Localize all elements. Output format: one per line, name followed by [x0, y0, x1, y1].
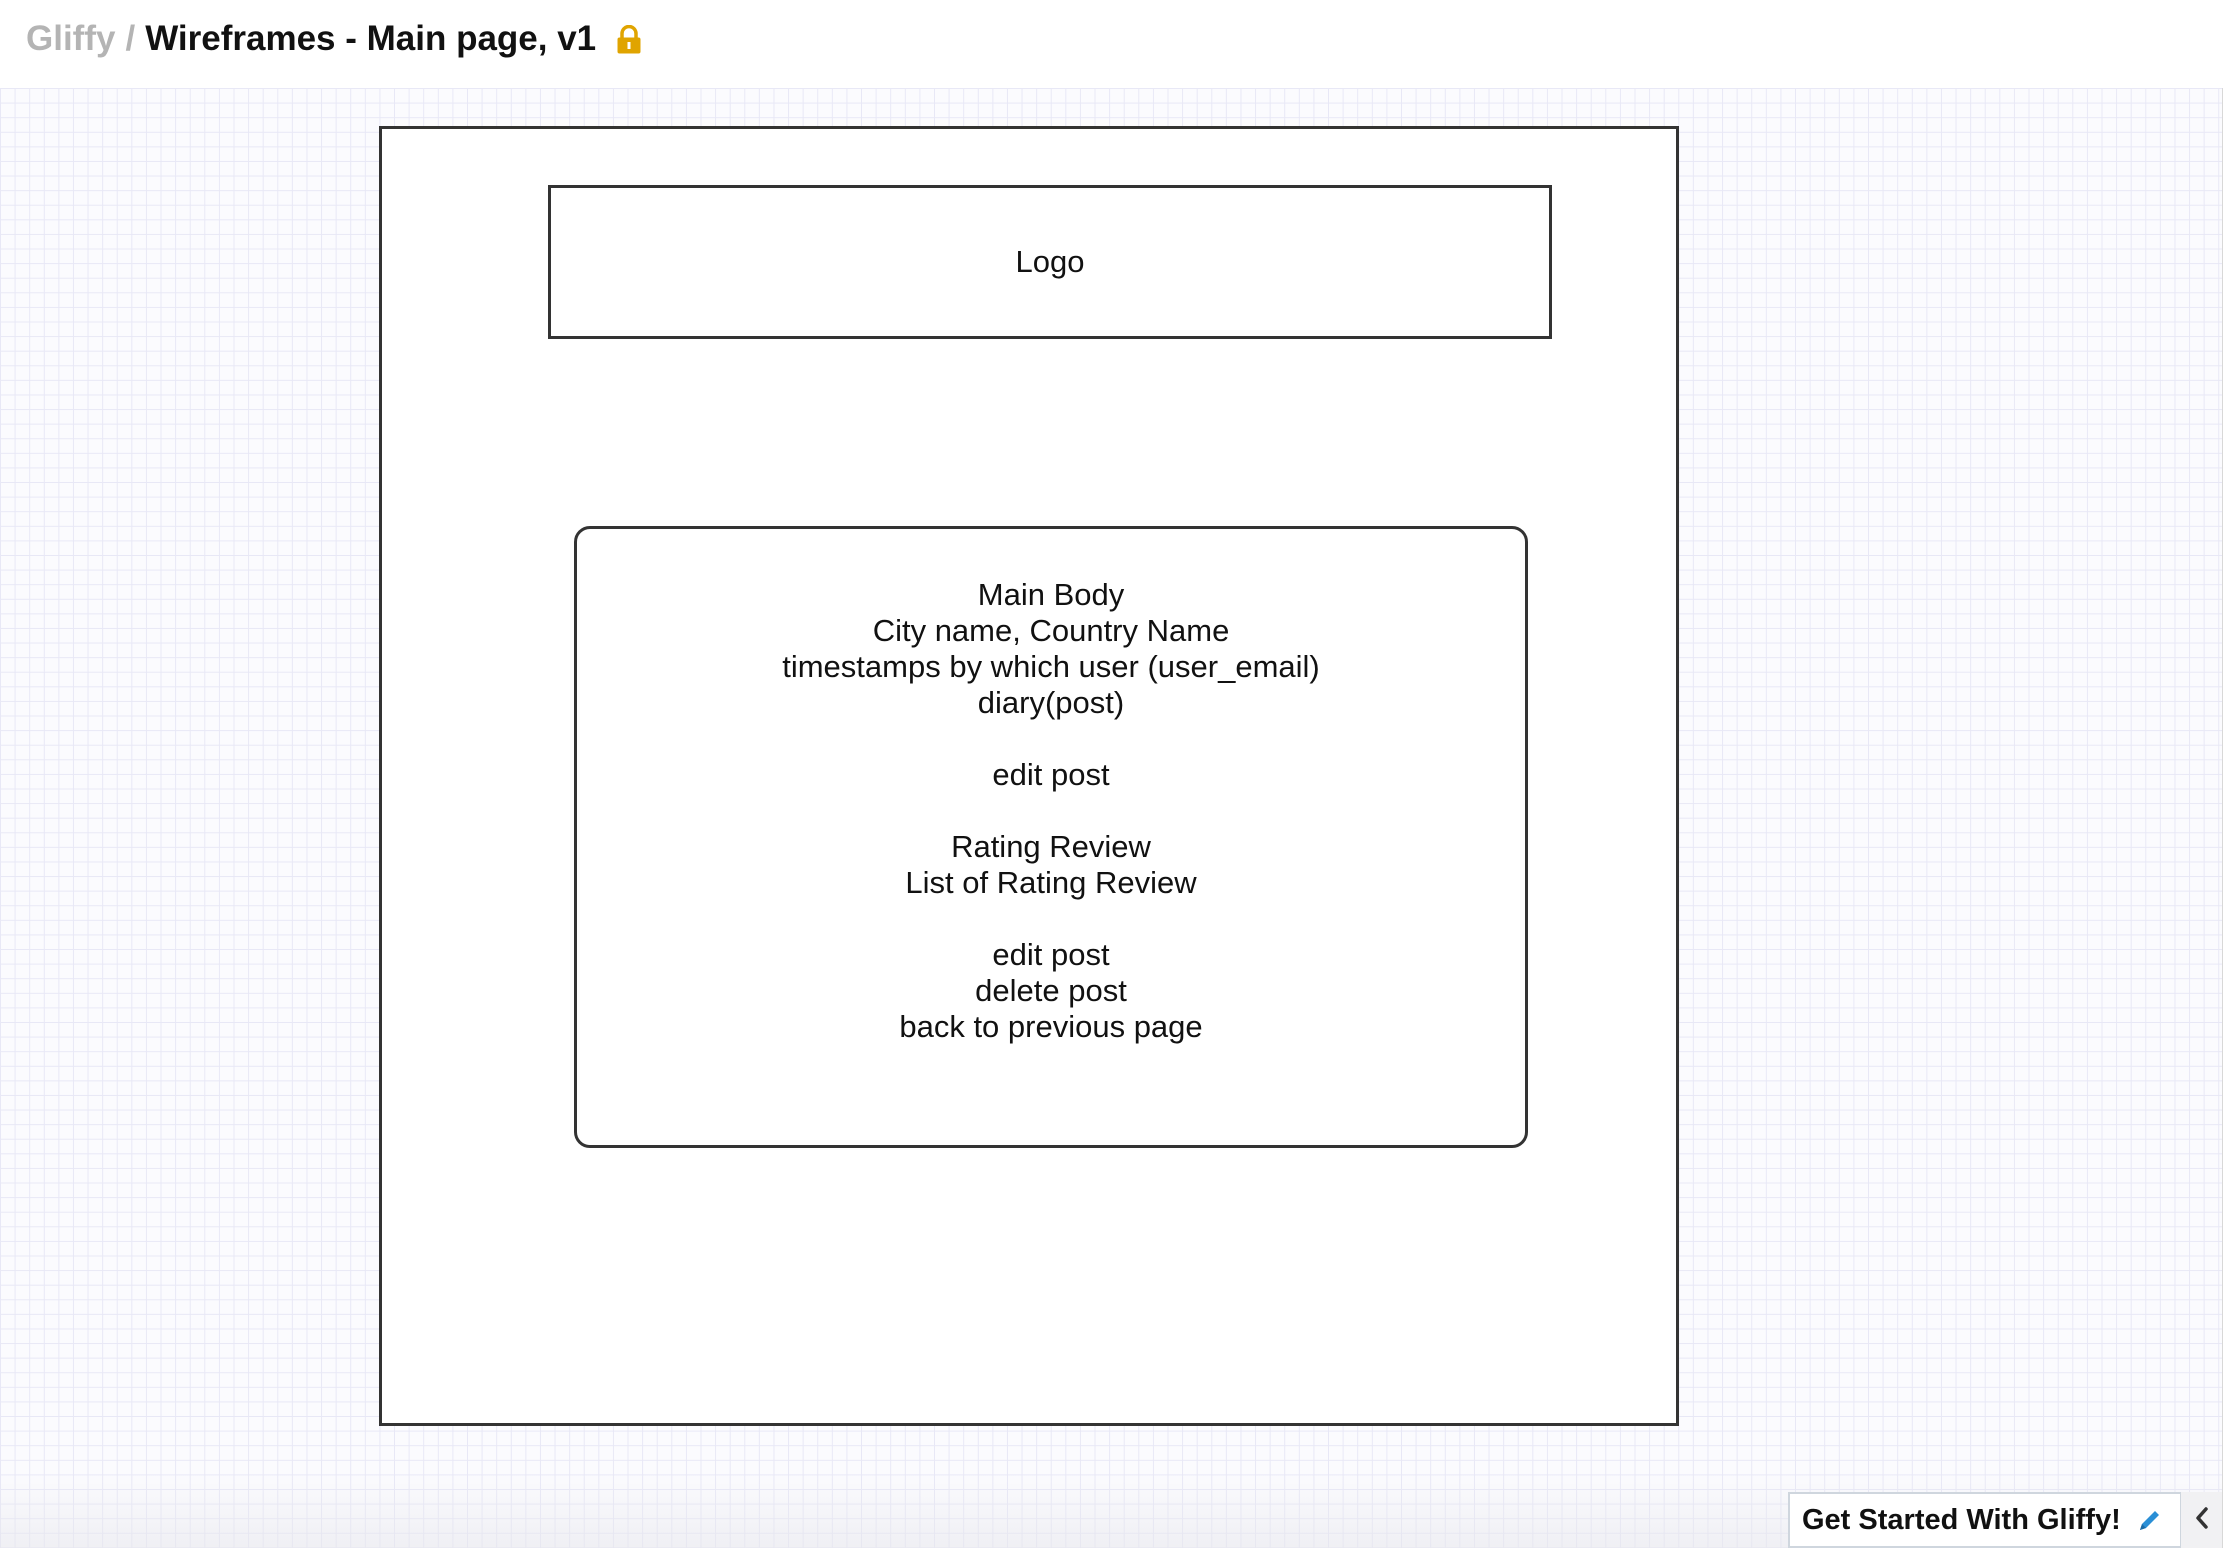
main-body-box: Main Body City name, Country Name timest… — [574, 526, 1528, 1148]
chevron-left-icon — [2193, 1506, 2211, 1535]
breadcrumb-separator: / — [125, 19, 136, 58]
main-body-line: edit post — [992, 757, 1110, 792]
main-body-line: delete post — [975, 973, 1127, 1008]
canvas-right-edge — [2222, 88, 2228, 1548]
logo-label: Logo — [1015, 244, 1085, 279]
header: Gliffy / Wireframes - Main page, v1 — [0, 0, 2228, 88]
pencil-icon[interactable] — [2136, 1506, 2164, 1534]
main-body-line — [577, 793, 1525, 829]
main-body-line: edit post — [992, 937, 1110, 972]
main-body-line: List of Rating Review — [905, 865, 1197, 900]
breadcrumb-root-link[interactable]: Gliffy — [26, 19, 116, 58]
document-title: Wireframes - Main page, v1 — [145, 19, 597, 58]
main-body-line: timestamps by which user (user_email) — [782, 649, 1320, 684]
main-body-line: City name, Country Name — [872, 613, 1230, 648]
collapse-banner-button[interactable] — [2180, 1492, 2222, 1548]
get-started-banner[interactable]: Get Started With Gliffy! — [1788, 1492, 2222, 1548]
main-body-text: Main Body City name, Country Name timest… — [577, 577, 1525, 1045]
logo-placeholder-box: Logo — [548, 185, 1552, 339]
breadcrumb: Gliffy / Wireframes - Main page, v1 — [26, 14, 642, 64]
main-body-line — [577, 721, 1525, 757]
get-started-label[interactable]: Get Started With Gliffy! — [1802, 1503, 2121, 1536]
main-body-line: back to previous page — [899, 1009, 1203, 1044]
main-body-line: diary(post) — [977, 685, 1125, 720]
lock-icon — [616, 24, 642, 54]
main-body-line: Main Body — [977, 577, 1125, 612]
main-body-line — [577, 901, 1525, 937]
main-body-line: Rating Review — [951, 829, 1151, 864]
